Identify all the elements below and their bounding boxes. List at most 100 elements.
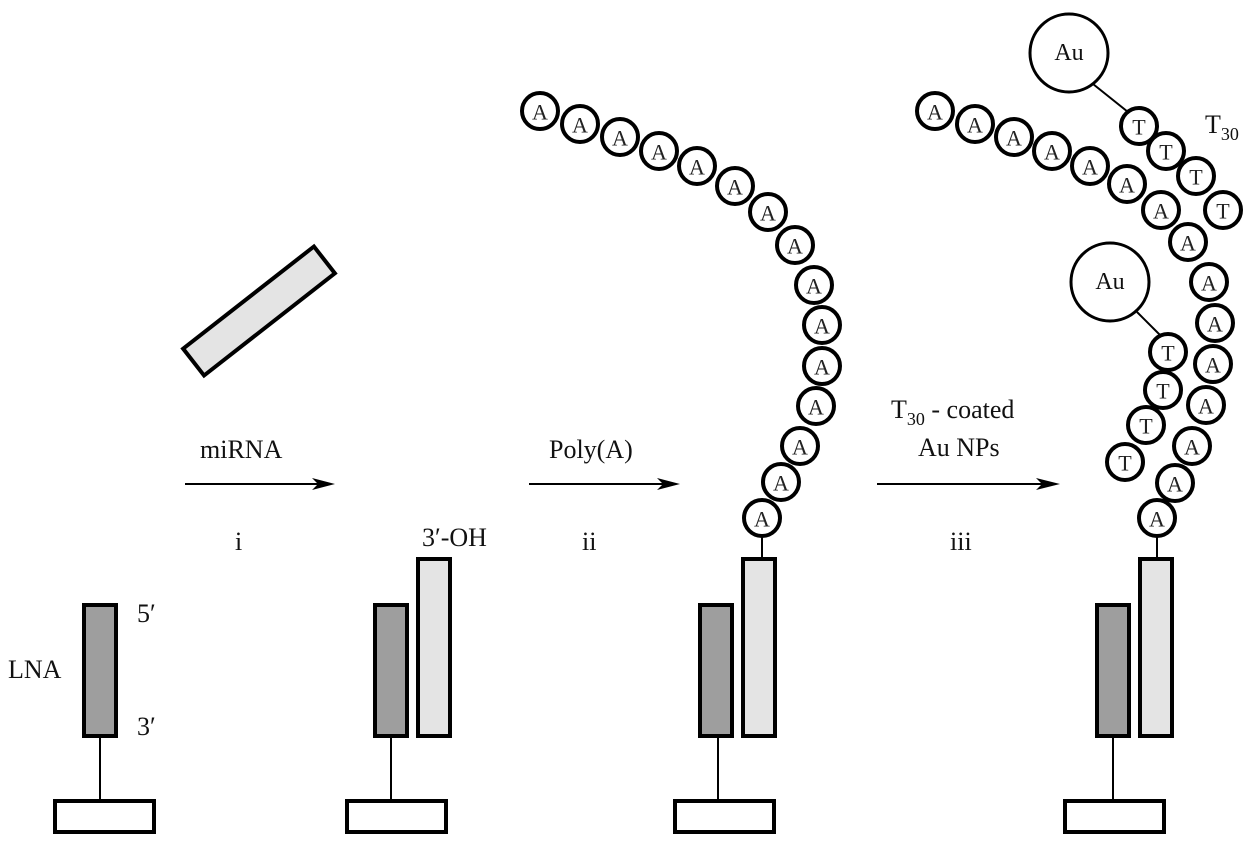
adenine-bead-circle — [780, 426, 820, 466]
adenine-bead: A — [794, 265, 834, 305]
adenine-bead-letter: A — [612, 126, 628, 151]
step-iii: T30 - coated Au NPs iii — [877, 395, 1060, 556]
adenine-bead-circle — [1193, 344, 1233, 384]
thymine-bead: T — [1176, 156, 1216, 196]
adenine-bead-letter: A — [1207, 312, 1223, 337]
adenine-bead-letter: A — [808, 395, 824, 420]
adenine-bead-letter: A — [1198, 394, 1214, 419]
step-iii-reagent-line2: Au NPs — [918, 433, 1000, 462]
thymine-bead: T — [1126, 405, 1166, 445]
thymine-bead-circle — [1119, 106, 1159, 146]
adenine-bead: A — [915, 91, 955, 131]
mirna-strand — [180, 243, 338, 379]
adenine-bead: A — [742, 498, 782, 538]
adenine-bead: A — [1189, 262, 1229, 302]
adenine-bead: A — [761, 462, 801, 502]
adenine-bead-circle — [1189, 262, 1229, 302]
adenine-bead-letter: A — [1006, 126, 1022, 151]
coated-text: - coated — [925, 395, 1015, 424]
adenine-bead-letter: A — [967, 113, 983, 138]
adenine-bead-circle — [1186, 385, 1226, 425]
adenine-bead-circle — [748, 192, 788, 232]
panel-lna-probe: LNA 5′ 3′ — [8, 599, 156, 834]
thymine-bead-circle — [1143, 370, 1183, 410]
au-tether-upper — [1092, 83, 1129, 113]
panel-mirna-captured: 3′-OH — [345, 523, 487, 834]
adenine-bead: A — [748, 192, 788, 232]
step-iii-arrow-head — [1036, 478, 1060, 490]
thymine-bead: T — [1148, 332, 1188, 372]
adenine-bead: A — [1137, 498, 1177, 538]
adenine-bead-circle — [1141, 190, 1181, 230]
adenine-bead-circle — [802, 305, 842, 345]
adenine-bead-letter: A — [1180, 231, 1196, 256]
adenine-bead-circle — [1155, 463, 1195, 503]
adenine-bead-circle — [677, 146, 717, 186]
adenine-bead-circle — [955, 104, 995, 144]
step-ii-arrow-head — [657, 478, 680, 490]
au-label-lower: Au — [1095, 269, 1124, 295]
adenine-bead: A — [520, 91, 560, 131]
adenine-bead-letter: A — [927, 100, 943, 125]
adenine-bead: A — [775, 225, 815, 265]
adenine-bead: A — [715, 166, 755, 206]
step-iii-numeral: iii — [950, 527, 972, 556]
adenine-bead: A — [1168, 222, 1208, 262]
adenine-bead: A — [677, 146, 717, 186]
step-ii: Poly(A) ii — [529, 435, 680, 556]
adenine-bead: A — [802, 305, 842, 345]
substrate — [673, 799, 776, 834]
adenine-bead-circle — [1195, 303, 1235, 343]
adenine-bead-circle — [715, 166, 755, 206]
mirna-strand — [1138, 557, 1174, 738]
adenine-bead-letter: A — [1153, 199, 1169, 224]
lna-strand — [373, 603, 409, 738]
thymine-bead-letter: T — [1189, 165, 1203, 190]
adenine-bead-circle — [1168, 222, 1208, 262]
mirna-strand — [741, 557, 777, 738]
au-nanoparticle-lower — [1069, 241, 1151, 323]
adenine-bead-letter: A — [689, 155, 705, 180]
t30-label: T30 — [1205, 110, 1239, 144]
adenine-bead-circle — [796, 386, 836, 426]
adenine-bead: A — [796, 386, 836, 426]
adenine-bead-letter: A — [1184, 435, 1200, 460]
adenine-bead-circle — [1032, 131, 1072, 171]
t30-sub: 30 — [907, 409, 925, 429]
adenine-bead-circle — [994, 117, 1034, 157]
thymine-bead-letter: T — [1159, 140, 1173, 165]
thymine-bead-letter: T — [1139, 414, 1153, 439]
t30-label-main: T — [1205, 110, 1221, 139]
adenine-bead: A — [955, 104, 995, 144]
mirna-strand — [416, 557, 452, 738]
thymine-bead-letter: T — [1156, 379, 1170, 404]
lna-label: LNA — [8, 655, 62, 684]
adenine-bead-letter: A — [1149, 507, 1165, 532]
thymine-bead-circle — [1203, 190, 1243, 230]
step-ii-numeral: ii — [582, 527, 596, 556]
adenine-bead-letter: A — [814, 314, 830, 339]
adenine-bead: A — [1070, 146, 1110, 186]
thymine-bead-letter: T — [1216, 199, 1230, 224]
adenine-bead: A — [1172, 426, 1212, 466]
step-i-numeral: i — [235, 527, 242, 556]
thymine-bead-letter: T — [1161, 341, 1175, 366]
step-i-reagent: miRNA — [200, 435, 283, 464]
three-oh-label: 3′-OH — [422, 523, 487, 552]
adenine-bead-circle — [802, 346, 842, 386]
adenine-bead: A — [780, 426, 820, 466]
step-iii-reagent-line1: T30 - coated — [891, 395, 1014, 429]
adenine-bead-circle — [775, 225, 815, 265]
thymine-bead: T — [1203, 190, 1243, 230]
lna-strand — [1095, 603, 1131, 738]
t30-label-sub: 30 — [1221, 124, 1239, 144]
substrate — [53, 799, 156, 834]
adenine-bead: A — [994, 117, 1034, 157]
adenine-bead-letter: A — [1167, 472, 1183, 497]
